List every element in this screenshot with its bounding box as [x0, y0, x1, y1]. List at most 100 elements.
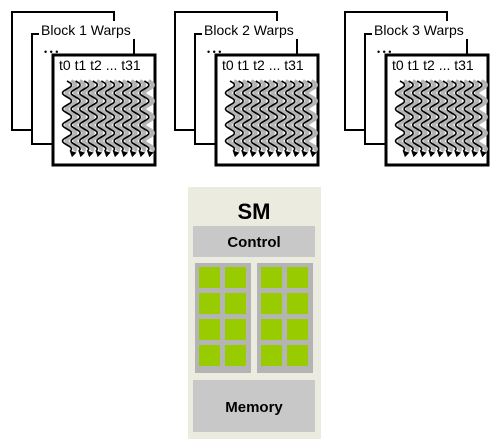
thread-path [233, 80, 249, 158]
warp-threads [224, 79, 319, 158]
cuda-core [225, 319, 246, 340]
thread-path [463, 80, 479, 158]
thread-path [302, 80, 317, 158]
thread-path [403, 80, 419, 158]
block-label-bg [372, 21, 480, 39]
more-warps-ellipsis: • • • [207, 47, 221, 57]
thread-path-shadow [270, 79, 284, 153]
thread-path-shadow [414, 79, 428, 153]
thread-path-shadow [235, 79, 250, 153]
cuda-core [199, 319, 220, 340]
thread-path [394, 80, 410, 158]
thread-labels: t0 t1 t2 ... t31 [392, 57, 474, 73]
thread-labels: t0 t1 t2 ... t31 [222, 57, 304, 73]
thread-path [472, 80, 487, 158]
block-label-bg [202, 21, 310, 39]
warp-threads [61, 79, 156, 158]
thread-path-shadow [474, 79, 489, 153]
thread-path-shadow [440, 79, 454, 153]
block-label: Block 1 Warps [41, 22, 131, 38]
thread-path [429, 80, 444, 158]
core-array [195, 263, 313, 373]
thread-path [121, 80, 137, 158]
warp-threads [394, 79, 489, 158]
thread-path [446, 80, 462, 158]
thread-path [241, 80, 257, 158]
thread-path-shadow [141, 79, 156, 153]
thread-path [411, 80, 427, 158]
thread-path-shadow [133, 79, 147, 153]
cuda-core [287, 319, 308, 340]
cuda-core [261, 345, 282, 366]
thread-path [250, 80, 266, 158]
thread-path-shadow [423, 79, 437, 153]
thread-path-shadow [115, 79, 130, 153]
cuda-core [225, 267, 246, 288]
cuda-core [287, 267, 308, 288]
block-2-warps: Block 2 Warps • • • t0 t1 t2 ... t31 [174, 11, 320, 167]
memory-label: Memory [225, 399, 283, 416]
thread-path-shadow [98, 79, 113, 153]
thread-path-shadow [448, 79, 463, 153]
thread-path-shadow [64, 79, 78, 153]
thread-path [224, 80, 240, 158]
block-label: Block 3 Warps [374, 22, 464, 38]
thread-path-shadow [296, 79, 310, 153]
memory-unit [193, 380, 315, 432]
thread-path-shadow [253, 79, 267, 153]
cuda-core [225, 293, 246, 314]
sm-title: SM [238, 199, 271, 224]
cuda-core [287, 345, 308, 366]
thread-path [61, 80, 77, 158]
thread-path-shadow [227, 79, 241, 153]
cuda-core [199, 293, 220, 314]
thread-path [454, 80, 470, 158]
thread-path-shadow [90, 79, 104, 153]
thread-path [267, 80, 283, 158]
cuda-core [287, 293, 308, 314]
thread-path [139, 80, 154, 158]
thread-path-shadow [124, 79, 138, 153]
thread-path [276, 80, 292, 158]
thread-path [437, 80, 453, 158]
more-warps-ellipsis: • • • [44, 47, 58, 57]
thread-path [284, 80, 300, 158]
thread-path-shadow [107, 79, 121, 153]
thread-path-shadow [397, 79, 411, 153]
thread-path-shadow [304, 79, 319, 153]
thread-path [420, 80, 436, 158]
cuda-core [261, 293, 282, 314]
thread-path-shadow [278, 79, 293, 153]
thread-path-shadow [431, 79, 446, 153]
cuda-core [261, 319, 282, 340]
thread-path [104, 80, 120, 158]
thread-path-shadow [244, 79, 258, 153]
cuda-core [199, 267, 220, 288]
thread-path [78, 80, 94, 158]
thread-path-shadow [261, 79, 276, 153]
thread-path-shadow [405, 79, 420, 153]
thread-path-shadow [457, 79, 471, 153]
control-unit [193, 226, 315, 257]
cuda-core [199, 345, 220, 366]
thread-path [130, 80, 146, 158]
cuda-core [225, 345, 246, 366]
thread-path-shadow [287, 79, 301, 153]
thread-path [293, 80, 309, 158]
more-warps-ellipsis: • • • [377, 47, 391, 57]
thread-path [259, 80, 274, 158]
cuda-core [261, 267, 282, 288]
control-label: Control [227, 234, 280, 251]
thread-path [70, 80, 86, 158]
thread-path-shadow [466, 79, 480, 153]
streaming-multiprocessor: SM Control Memory [188, 187, 321, 439]
thread-path [96, 80, 111, 158]
block-label: Block 2 Warps [204, 22, 294, 38]
thread-path-shadow [81, 79, 95, 153]
thread-path [87, 80, 103, 158]
thread-path-shadow [72, 79, 87, 153]
block-1-warps: Block 1 Warps • • • t0 t1 t2 ... t31 [11, 11, 157, 167]
thread-path [113, 80, 129, 158]
thread-labels: t0 t1 t2 ... t31 [59, 57, 141, 73]
